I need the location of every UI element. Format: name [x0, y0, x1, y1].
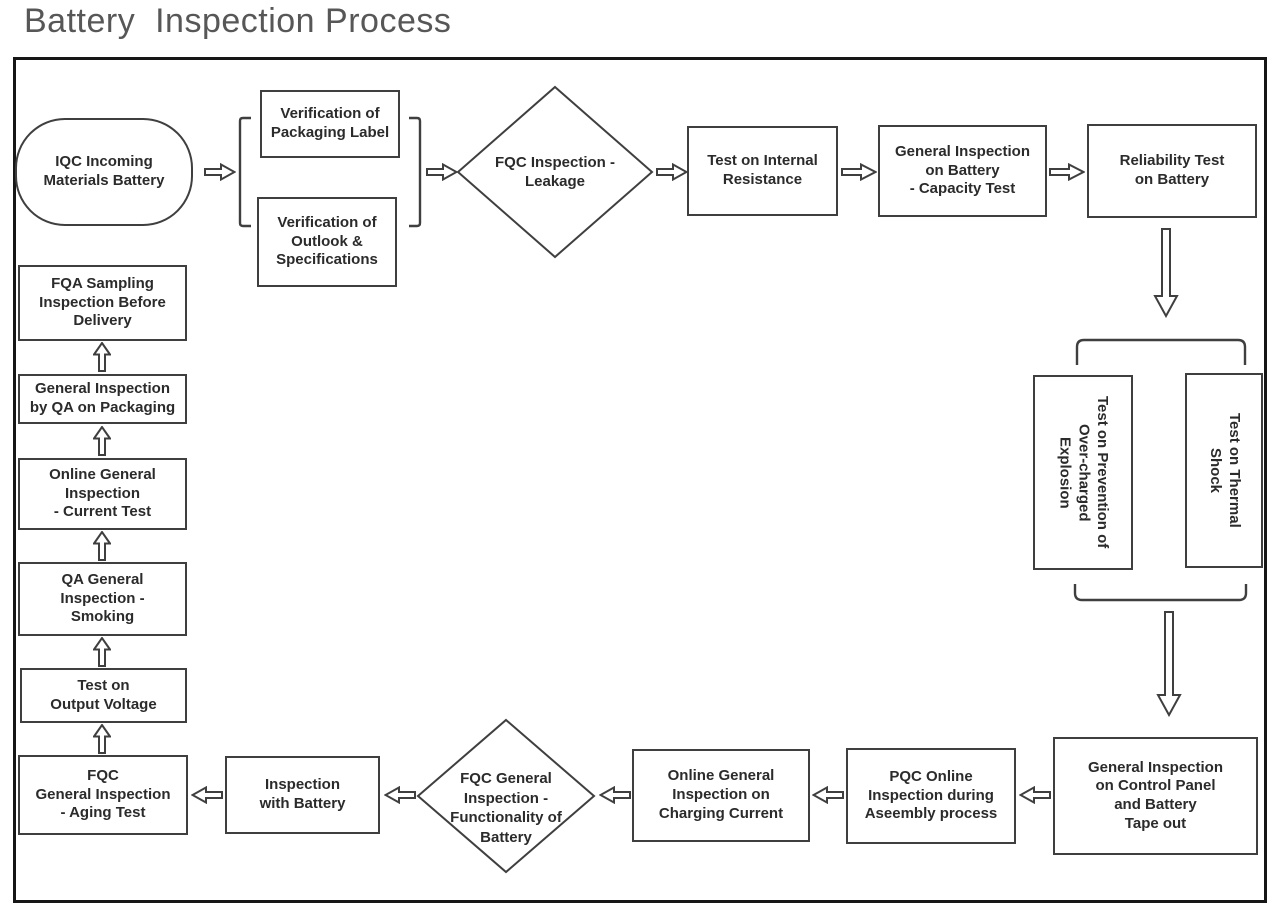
down-arrow-connector-2	[1156, 611, 1182, 717]
node-iqc-incoming-materials: IQC Incoming Materials Battery	[15, 118, 193, 226]
node-label: Online General Inspection on Charging Cu…	[658, 767, 784, 822]
node-label: Test on Prevention of Over-charged Explo…	[1056, 396, 1112, 549]
node-reliability-test-battery: Reliability Test on Battery	[1087, 124, 1257, 218]
node-verification-outlook-specifications: Verification of Outlook & Specifications	[257, 197, 397, 287]
node-label: Test on Output Voltage	[50, 676, 157, 713]
node-label: Test on Internal Resistance	[707, 152, 818, 188]
node-test-output-voltage: Test on Output Voltage	[20, 668, 187, 723]
node-label: IQC Incoming Materials Battery	[43, 153, 165, 189]
left-arrow-connector-3	[599, 786, 631, 804]
node-label: Reliability Test on Battery	[1119, 152, 1225, 188]
node-fqa-sampling-inspection-before-delivery: FQA Sampling Inspection Before Delivery	[18, 265, 187, 341]
node-general-inspection-qa-packaging: General Inspection by QA on Packaging	[18, 374, 187, 424]
node-pqc-online-inspection-assembly: PQC Online Inspection during Aseembly pr…	[846, 748, 1016, 844]
page-title: Battery Inspection Process	[24, 2, 452, 40]
node-test-internal-resistance: Test on Internal Resistance	[687, 126, 838, 216]
node-online-general-inspection-charging-current: Online General Inspection on Charging Cu…	[632, 749, 810, 842]
node-label: Verification of Outlook & Specifications	[276, 213, 378, 269]
right-arrow-connector-1	[204, 163, 236, 181]
node-label: General Inspection by QA on Packaging	[29, 380, 176, 416]
node-qa-general-inspection-smoking: QA General Inspection - Smoking	[18, 562, 187, 636]
up-arrow-connector-5	[93, 342, 111, 372]
node-test-prevention-overcharged-explosion: Test on Prevention of Over-charged Explo…	[1033, 375, 1133, 570]
right-arrow-connector-4	[841, 163, 877, 181]
left-arrow-connector-4	[384, 786, 416, 804]
node-fqc-general-inspection-aging-test: FQC General Inspection - Aging Test	[18, 755, 188, 835]
node-inspection-with-battery: Inspection with Battery	[225, 756, 380, 834]
up-arrow-connector-4	[93, 426, 111, 456]
down-arrow-connector-1	[1153, 228, 1179, 318]
node-label: PQC Online Inspection during Aseembly pr…	[864, 767, 998, 823]
node-general-inspection-control-panel: General Inspection on Control Panel and …	[1053, 737, 1258, 855]
right-arrow-connector-5	[1049, 163, 1085, 181]
node-label: Inspection with Battery	[259, 776, 346, 812]
decision-diamond-fqc-functionality	[416, 718, 596, 874]
right-arrow-connector-2	[426, 163, 458, 181]
up-arrow-connector-2	[93, 637, 111, 667]
up-arrow-connector-1	[93, 724, 111, 754]
node-general-inspection-capacity-test: General Inspection on Battery - Capacity…	[878, 125, 1047, 217]
left-arrow-connector-5	[191, 786, 223, 804]
node-label: FQC General Inspection - Aging Test	[35, 766, 171, 822]
group-bracket-left	[238, 116, 252, 228]
decision-diamond-fqc-leakage	[456, 85, 654, 259]
right-arrow-connector-3	[656, 163, 688, 181]
group-bracket-right	[408, 116, 422, 228]
left-arrow-connector-1	[1019, 786, 1051, 804]
node-label: General Inspection on Control Panel and …	[1087, 758, 1224, 832]
node-verification-packaging-label: Verification of Packaging Label	[260, 90, 400, 158]
node-label: QA General Inspection - Smoking	[60, 570, 145, 626]
left-arrow-connector-2	[812, 786, 844, 804]
node-test-thermal-shock: Test on Thermal Shock	[1185, 373, 1263, 568]
node-online-general-inspection-current-test: Online General Inspection - Current Test	[18, 458, 187, 530]
group-bracket-top	[1075, 337, 1247, 367]
node-label: Verification of Packaging Label	[270, 105, 390, 141]
node-label: General Inspection on Battery - Capacity…	[894, 142, 1031, 198]
group-bracket-bottom	[1073, 583, 1248, 603]
up-arrow-connector-3	[93, 531, 111, 561]
node-label: FQA Sampling Inspection Before Delivery	[39, 274, 166, 330]
node-label: Online General Inspection - Current Test	[49, 465, 156, 521]
node-label: Test on Thermal Shock	[1207, 413, 1243, 528]
